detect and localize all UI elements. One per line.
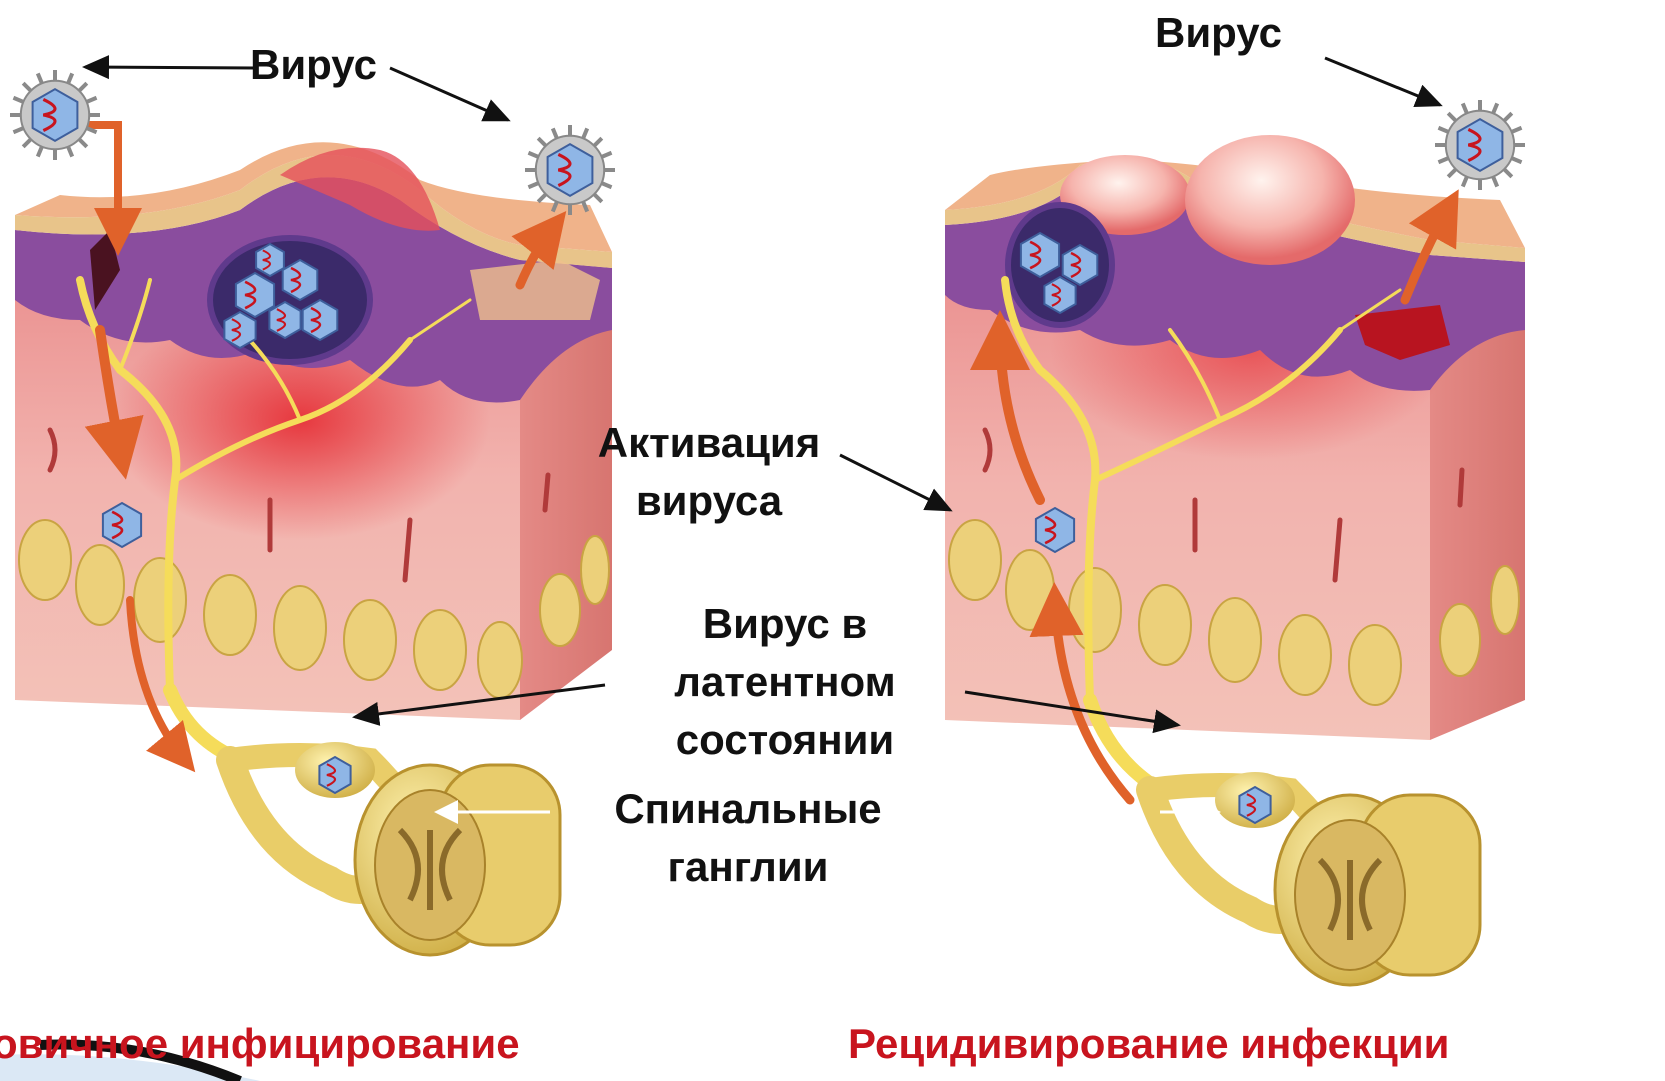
virus-label-right: Вирус bbox=[1155, 4, 1282, 62]
ganglia-line1: Спинальные bbox=[598, 780, 898, 838]
activation-pointer bbox=[840, 455, 950, 510]
left-spinal-ganglion bbox=[230, 742, 560, 955]
virus-particle bbox=[1239, 787, 1270, 823]
virus-particle bbox=[1036, 508, 1074, 552]
latent-line3: состоянии bbox=[640, 711, 930, 769]
activation-line2: вируса bbox=[578, 472, 840, 530]
virus-particle bbox=[256, 244, 284, 276]
virus-particle bbox=[525, 125, 615, 215]
virus-particle bbox=[319, 757, 350, 793]
virus-particle bbox=[236, 273, 274, 317]
virus-particle bbox=[103, 503, 141, 547]
ganglia-line2: ганглии bbox=[598, 838, 898, 896]
virus-particle bbox=[1044, 277, 1075, 313]
virus-left-pointer-a bbox=[85, 67, 258, 68]
virus-particle bbox=[1063, 245, 1098, 285]
virus-particle bbox=[1021, 233, 1059, 277]
virus-particle bbox=[10, 70, 100, 160]
activation-line1: Активация bbox=[578, 414, 840, 472]
virus-particle bbox=[269, 302, 300, 338]
spinal-ganglia-label: Спинальные ганглии bbox=[598, 780, 898, 896]
virus-particle bbox=[303, 300, 338, 340]
virus-particle bbox=[283, 260, 318, 300]
right-spinal-ganglion bbox=[1150, 772, 1480, 985]
activation-label: Активация вируса bbox=[578, 414, 840, 530]
latent-label: Вирус в латентном состоянии bbox=[640, 595, 930, 769]
latent-line1: Вирус в bbox=[640, 595, 930, 653]
virus-particle bbox=[1435, 100, 1525, 190]
virus-particle bbox=[224, 312, 255, 348]
virus-label-left: Вирус bbox=[250, 36, 377, 94]
caption-recurrent-infection: Рецидивирование инфекции bbox=[848, 1020, 1449, 1068]
virus-right-pointer bbox=[1325, 58, 1440, 105]
caption-primary-infection: овичное инфицирование bbox=[0, 1020, 520, 1068]
left-skin-block bbox=[15, 142, 612, 720]
virus-left-pointer-b bbox=[390, 68, 508, 120]
latent-line2: латентном bbox=[640, 653, 930, 711]
